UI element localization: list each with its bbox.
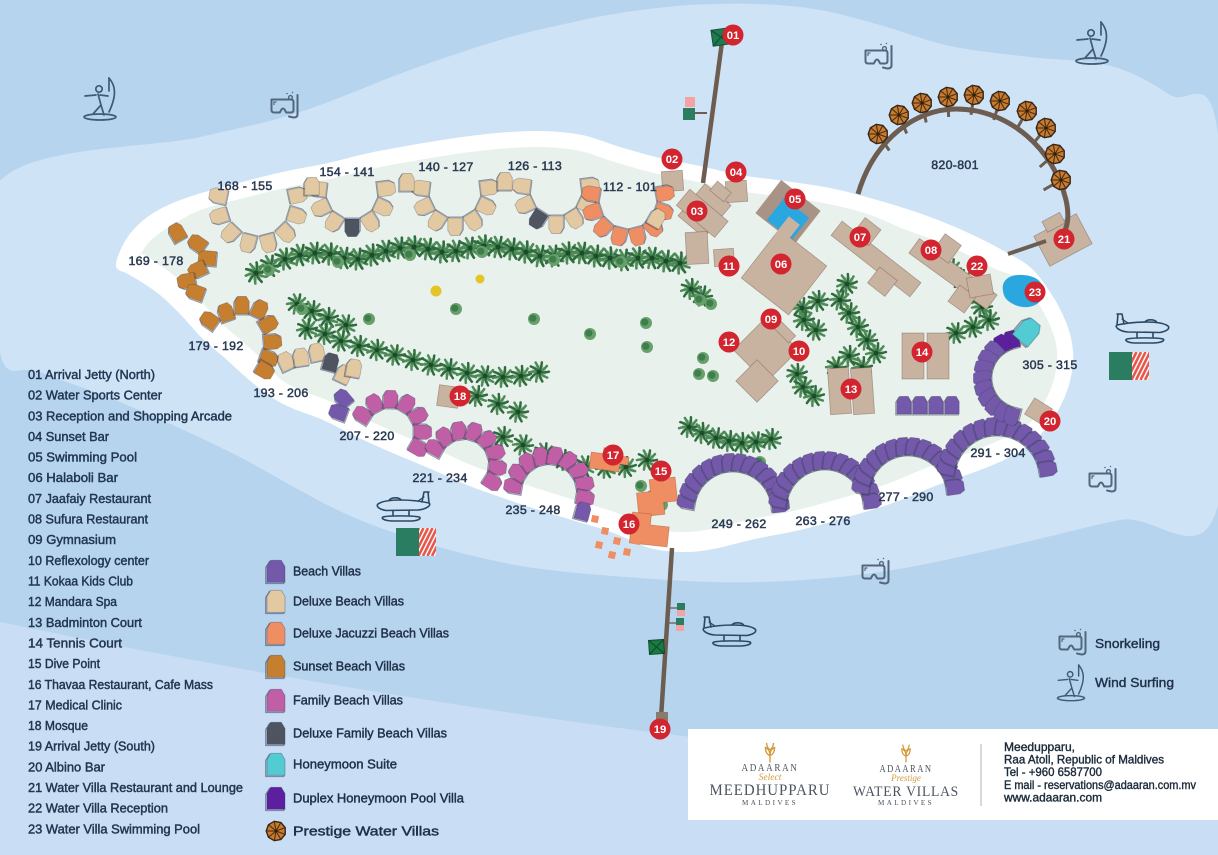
svg-text:04 Sunset Bar: 04 Sunset Bar (28, 429, 110, 444)
svg-text:08 Sufura Restaurant: 08 Sufura Restaurant (28, 512, 148, 527)
svg-text:Raa Atoll, Republic of Maldive: Raa Atoll, Republic of Maldives (1004, 753, 1164, 767)
svg-text:05: 05 (789, 194, 802, 206)
svg-text:MALDIVES: MALDIVES (878, 798, 934, 807)
svg-text:Sunset Beach Villas: Sunset Beach Villas (293, 659, 405, 674)
svg-text:21 Water Villa Restaurant and: 21 Water Villa Restaurant and Lounge (28, 780, 243, 795)
svg-text:20 Albino Bar: 20 Albino Bar (28, 759, 106, 774)
svg-text:04: 04 (730, 167, 743, 179)
svg-text:11 Kokaa Kids Club: 11 Kokaa Kids Club (28, 574, 133, 589)
svg-text:07 Jaafaiy Restaurant: 07 Jaafaiy Restaurant (28, 491, 151, 506)
svg-text:19: 19 (654, 724, 667, 736)
svg-text:02 Water Sports Center: 02 Water Sports Center (28, 388, 163, 403)
svg-text:09: 09 (765, 314, 778, 326)
svg-text:07: 07 (854, 232, 867, 244)
svg-text:112 - 101: 112 - 101 (603, 180, 657, 194)
svg-text:Prestige: Prestige (890, 773, 921, 783)
svg-text:03 Reception and Shopping Arca: 03 Reception and Shopping Arcade (28, 408, 232, 423)
svg-text:01 Arrival Jetty (North): 01 Arrival Jetty (North) (28, 367, 155, 382)
svg-text:02: 02 (666, 154, 679, 166)
svg-text:13 Badminton Court: 13 Badminton Court (28, 615, 142, 630)
svg-text:126 - 113: 126 - 113 (508, 159, 562, 173)
svg-text:22 Water Villa Reception: 22 Water Villa Reception (28, 801, 168, 816)
svg-text:Wind Surfing: Wind Surfing (1095, 675, 1174, 690)
svg-text:06: 06 (775, 259, 788, 271)
svg-text:291 - 304: 291 - 304 (970, 446, 1025, 460)
svg-text:Snorkeling: Snorkeling (1095, 636, 1160, 651)
svg-text:MALDIVES: MALDIVES (742, 798, 798, 807)
svg-text:Family Beach Villas: Family Beach Villas (293, 693, 403, 708)
svg-text:14 Tennis Court: 14 Tennis Court (28, 636, 122, 651)
svg-text:249 - 262: 249 - 262 (711, 517, 766, 531)
svg-text:Deluxe Jacuzzi Beach Villas: Deluxe Jacuzzi Beach Villas (293, 626, 449, 641)
svg-text:193 - 206: 193 - 206 (253, 386, 308, 400)
svg-text:15: 15 (655, 466, 668, 478)
svg-text:169 - 178: 169 - 178 (128, 254, 183, 268)
svg-text:10 Reflexology center: 10 Reflexology center (28, 553, 150, 568)
svg-text:18: 18 (454, 391, 467, 403)
svg-text:12: 12 (723, 337, 736, 349)
svg-text:17 Medical Clinic: 17 Medical Clinic (28, 697, 123, 712)
svg-text:MEEDHUPPARU: MEEDHUPPARU (710, 782, 831, 799)
svg-text:17: 17 (607, 450, 620, 462)
svg-text:305 - 315: 305 - 315 (1022, 358, 1077, 372)
svg-text:13: 13 (845, 384, 858, 396)
svg-text:www.adaaran.com: www.adaaran.com (1003, 790, 1102, 804)
svg-text:23: 23 (1029, 287, 1042, 299)
svg-text:15 Dive Point: 15 Dive Point (28, 656, 100, 671)
svg-text:ADAARAN: ADAARAN (880, 764, 933, 775)
svg-text:20: 20 (1044, 416, 1057, 428)
svg-text:820-801: 820-801 (931, 158, 979, 172)
svg-text:Deluxe Beach Villas: Deluxe Beach Villas (293, 594, 404, 609)
svg-text:21: 21 (1058, 234, 1071, 246)
svg-text:22: 22 (971, 261, 984, 273)
svg-text:207 - 220: 207 - 220 (339, 429, 394, 443)
svg-text:Tel - +960 6587700: Tel - +960 6587700 (1004, 765, 1102, 779)
svg-text:179 - 192: 179 - 192 (188, 339, 243, 353)
svg-text:10: 10 (793, 346, 806, 358)
svg-text:Honeymoon Suite: Honeymoon Suite (293, 757, 397, 772)
svg-text:Duplex Honeymoon Pool Villa: Duplex Honeymoon Pool Villa (293, 791, 465, 806)
svg-text:235 - 248: 235 - 248 (505, 503, 560, 517)
svg-text:ADAARAN: ADAARAN (742, 762, 799, 774)
svg-text:168 - 155: 168 - 155 (217, 179, 272, 193)
svg-text:E mail - reservations@adaaran.: E mail - reservations@adaaran.com.mv (1004, 778, 1196, 792)
svg-text:06 Halaboli Bar: 06 Halaboli Bar (28, 470, 119, 485)
svg-text:Deluxe Family Beach Villas: Deluxe Family Beach Villas (293, 726, 447, 741)
svg-text:WATER VILLAS: WATER VILLAS (853, 784, 959, 800)
svg-text:16 Thavaa Restaurant, Cafe Mas: 16 Thavaa Restaurant, Cafe Mass (28, 677, 213, 692)
svg-text:Meedupparu,: Meedupparu, (1004, 740, 1075, 754)
svg-text:277 - 290: 277 - 290 (878, 490, 933, 504)
svg-text:140 - 127: 140 - 127 (418, 160, 473, 174)
svg-text:Prestige Water Villas: Prestige Water Villas (293, 824, 440, 839)
svg-text:23 Water Villa Swimming Pool: 23 Water Villa Swimming Pool (28, 821, 200, 836)
svg-text:14: 14 (916, 347, 929, 359)
svg-text:Select: Select (759, 773, 782, 783)
svg-text:16: 16 (623, 519, 636, 531)
svg-text:11: 11 (723, 261, 735, 273)
svg-text:05 Swimming Pool: 05 Swimming Pool (28, 450, 137, 465)
svg-text:19 Arrival Jetty (South): 19 Arrival Jetty (South) (28, 739, 155, 754)
svg-text:01: 01 (727, 30, 740, 42)
svg-text:03: 03 (691, 206, 704, 218)
svg-text:08: 08 (925, 245, 938, 257)
svg-text:221 - 234: 221 - 234 (412, 471, 467, 485)
svg-text:12 Mandara Spa: 12 Mandara Spa (28, 594, 118, 609)
svg-text:154 - 141: 154 - 141 (319, 165, 374, 179)
svg-text:Beach Villas: Beach Villas (293, 564, 361, 579)
svg-text:18 Mosque: 18 Mosque (28, 718, 88, 733)
svg-text:09 Gymnasium: 09 Gymnasium (28, 532, 116, 547)
svg-text:263 - 276: 263 - 276 (795, 514, 850, 528)
